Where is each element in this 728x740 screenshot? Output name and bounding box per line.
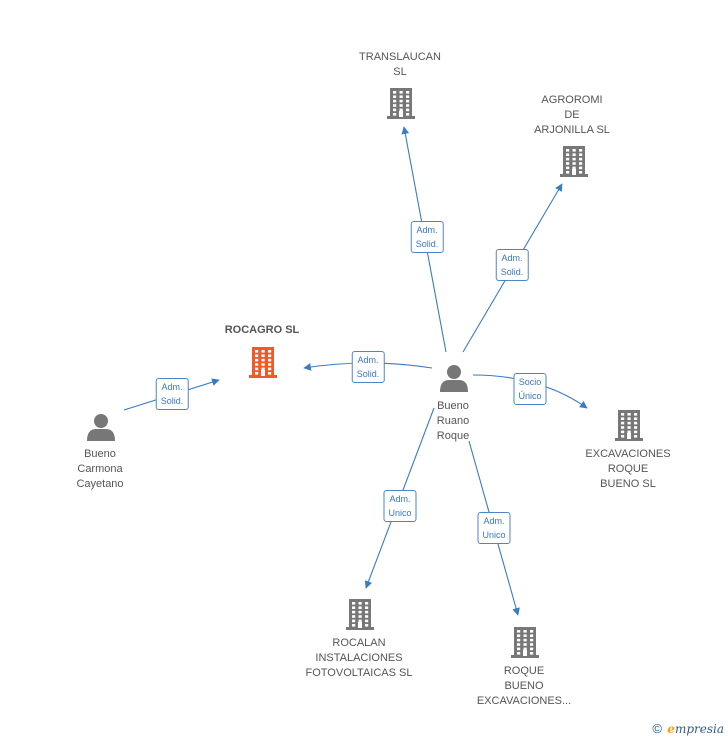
node-label-rocalan[interactable]: ROCALAN INSTALACIONES FOTOVOLTAICAS SL xyxy=(306,636,413,681)
node-label-line: AGROROMI xyxy=(541,94,603,106)
copyright-symbol: © xyxy=(652,721,662,736)
edge-label-agroromi[interactable]: Adm. Solid. xyxy=(495,249,529,281)
edge-label-line: Solid. xyxy=(500,267,524,277)
node-label-line: ARJONILLA SL xyxy=(534,124,610,136)
node-label-line: ROQUE xyxy=(607,463,649,475)
edge-label-rocagro[interactable]: Adm. Solid. xyxy=(351,351,385,383)
edge-label-line: Solid. xyxy=(415,239,439,249)
node-label-translaucan[interactable]: TRANSLAUCAN SL xyxy=(359,50,441,80)
brand-name: empresia xyxy=(667,722,724,736)
edge-label-line: Socio xyxy=(518,377,542,387)
edge-label-line: Unico xyxy=(388,508,412,518)
node-label-line: TRANSLAUCAN xyxy=(359,51,441,63)
edge-label-line: Adm. xyxy=(416,225,438,235)
edge-label-line: Solid. xyxy=(160,396,184,406)
node-label-line: ROCAGRO SL xyxy=(224,324,300,336)
brand-initial: e xyxy=(667,722,675,736)
edge-label-line: Unico xyxy=(482,530,506,540)
edge-label-line: Adm. xyxy=(357,355,379,365)
person-icon-bueno-ruano[interactable] xyxy=(440,365,468,392)
edge-label-rocagro-carmona[interactable]: Adm. Solid. xyxy=(155,378,189,410)
node-label-line: Ruano xyxy=(436,415,470,427)
node-label-line: ROCALAN xyxy=(332,637,386,649)
node-label-line: Cayetano xyxy=(76,478,124,490)
node-label-line: ROQUE xyxy=(503,665,545,677)
edge-label-line: Adm. xyxy=(389,494,411,504)
edge-label-line: Adm. xyxy=(161,382,183,392)
building-icon-rocalan[interactable] xyxy=(346,599,374,630)
node-label-line: EXCAVACIONES xyxy=(585,448,671,460)
node-label-line: Bueno xyxy=(84,448,116,460)
edge-label-roque-bueno[interactable]: Adm. Unico xyxy=(477,512,511,544)
building-icon-excavaciones-roque[interactable] xyxy=(615,410,643,441)
node-label-line: BUENO xyxy=(504,680,544,692)
building-icon-roque-bueno[interactable] xyxy=(511,627,539,658)
node-label-line: Roque xyxy=(436,430,470,442)
building-icon-rocagro[interactable] xyxy=(249,347,277,378)
brand-watermark: © empresia xyxy=(652,721,724,736)
nodes-layer xyxy=(87,88,643,658)
node-label-roque-bueno[interactable]: ROQUE BUENO EXCAVACIONES... xyxy=(477,664,571,709)
node-label-line: DE xyxy=(564,109,580,121)
node-label-line: Carmona xyxy=(77,463,123,475)
building-icon-translaucan[interactable] xyxy=(387,88,415,119)
edge-label-line: Adm. xyxy=(483,516,505,526)
node-label-line: Bueno xyxy=(437,400,469,412)
edge-label-line: Único xyxy=(518,391,542,401)
edge-label-translaucan[interactable]: Adm. Solid. xyxy=(410,221,444,253)
node-label-line: INSTALACIONES xyxy=(315,652,403,664)
edge-label-rocalan[interactable]: Adm. Unico xyxy=(383,490,417,522)
building-icon-agroromi[interactable] xyxy=(560,146,588,177)
brand-name-rest: mpresia xyxy=(674,722,724,736)
node-label-line: SL xyxy=(393,66,407,78)
edge-label-line: Solid. xyxy=(356,369,380,379)
edge-label-line: Adm. xyxy=(501,253,523,263)
node-label-line: FOTOVOLTAICAS SL xyxy=(305,667,413,679)
person-icon-bueno-carmona[interactable] xyxy=(87,414,115,441)
node-label-line: BUENO SL xyxy=(600,478,656,490)
node-label-rocagro[interactable]: ROCAGRO SL xyxy=(225,323,300,338)
node-label-agroromi[interactable]: AGROROMI DE ARJONILLA SL xyxy=(534,93,610,138)
node-label-line: EXCAVACIONES... xyxy=(476,695,572,707)
node-label-excavaciones-roque[interactable]: EXCAVACIONES ROQUE BUENO SL xyxy=(585,447,670,492)
